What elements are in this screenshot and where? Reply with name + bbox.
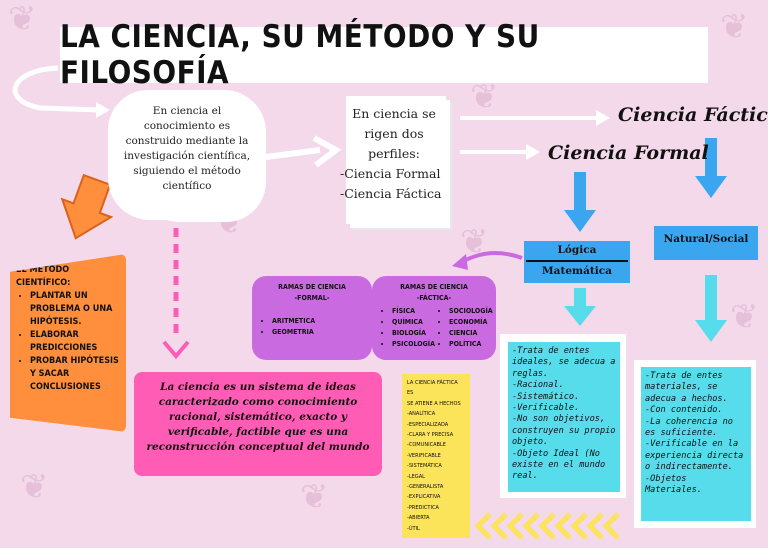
ramas-formal-item: ARITMETICA [272, 316, 366, 327]
factica-list-item: -COMUNICABLE [407, 442, 446, 449]
factica-list-item: -GENERALISTA [407, 484, 444, 491]
cloud-line: científico [162, 180, 212, 192]
factica-caract-item: -La coherencia no es suficiente. [645, 416, 733, 439]
ramas-factica-item: QUÍMICA [392, 317, 435, 328]
ramas-factica-subtitle: -FÁCTICA- [416, 294, 452, 302]
factica-list-title: LA CIENCIA FÁCTICA ES [407, 380, 458, 397]
factica-list-item: -CLARA Y PRECISA [407, 432, 454, 439]
ramas-formal-box: RAMAS DE CIENCIA -FORMAL- ARITMETICA GEO… [252, 276, 372, 360]
ramas-factica-item: ECONOMÍA [449, 317, 493, 328]
perfiles-line: -Ciencia Formal [340, 166, 441, 181]
logica-matematica-box: Lógica Matemática [524, 241, 630, 283]
formal-caract-item: -Racional. [512, 380, 564, 391]
leaf-decoration: ❦ [300, 477, 329, 517]
cloud-line: En ciencia el [152, 105, 222, 117]
ramas-factica-item: BIOLOGÍA [392, 328, 435, 339]
cloud-line: construido mediante la [125, 135, 249, 147]
metodo-item: ELABORAR PREDICCIONES [30, 329, 120, 355]
metodo-cientifico-box: EL MÉTODO CIENTÍFICO: PLANTAR UN PROBLEM… [10, 254, 126, 432]
factica-list-item: -LEGAL [407, 473, 425, 480]
factica-caract-item: -Objetos Materiales. [645, 473, 702, 496]
factica-caract-item: -Trata de entes materiales, se adecua a … [645, 371, 728, 404]
formal-caract-list: -Trata de entes ideales, se adecua a reg… [512, 346, 616, 483]
natural-social-box: Natural/Social [654, 226, 758, 260]
ramas-factica-item: SOCIOLOGÍA [449, 306, 493, 317]
ciencia-factica-heading: Ciencia Fáctica [618, 104, 768, 126]
ramas-factica-item: PSICOLOGÍA [392, 339, 435, 350]
leaf-decoration: ❦ [20, 467, 49, 507]
ramas-factica-item: POLÍTICA [449, 339, 493, 350]
cloud-line: siguiendo el método [133, 165, 241, 177]
formal-caract-item: -Trata de entes ideales, se adecua a reg… [512, 346, 616, 379]
factica-list-item: -EXPLICATIVA [407, 494, 441, 501]
perfiles-line: -Ciencia Fáctica [340, 186, 442, 201]
ciencia-formal-heading: Ciencia Formal [548, 142, 709, 164]
metodo-item: PROBAR HIPÓTESIS Y SACAR CONCLUSIONES [30, 355, 120, 394]
factica-list-item: -ESPECIALIZADA [407, 421, 449, 428]
ramas-factica-box: RAMAS DE CIENCIA -FÁCTICA- FÍSICA QUÍMIC… [372, 276, 496, 360]
ramas-formal-title: RAMAS DE CIENCIA [278, 283, 346, 291]
factica-list-item: -SISTEMÁTICA [407, 463, 442, 470]
ciencia-definition-box: La ciencia es un sistema de ideas caract… [134, 372, 382, 476]
formal-caract-item: -Sistemático. [512, 391, 580, 402]
ramas-factica-item: CIENCIA [449, 328, 493, 339]
ramas-factica-item: FÍSICA [392, 306, 435, 317]
factica-caract-item: -Verificable en la experiencia directa o… [645, 439, 744, 473]
cloud-line: conocimiento es [143, 120, 231, 132]
leaf-decoration: ❦ [470, 77, 499, 117]
factica-caract-item: -Con contenido. [645, 405, 723, 416]
factica-caract-list: -Trata de entes materiales, se adecua a … [645, 371, 747, 496]
factica-list-subtitle: SE ATIENE A HECHOS [407, 400, 461, 407]
factica-list-item: -ANALÍTICA [407, 411, 436, 418]
leaf-decoration: ❦ [730, 297, 759, 337]
logica-label: Lógica [557, 244, 597, 256]
definition-cloud: En ciencia el conocimiento es construido… [118, 96, 256, 214]
perfiles-line: rigen dos [364, 126, 424, 141]
ramas-factica-title: RAMAS DE CIENCIA [400, 283, 468, 291]
factica-list-item: -ÚTIL [407, 525, 420, 532]
perfiles-document [346, 96, 446, 224]
matematica-label: Matemática [526, 260, 628, 277]
cloud-line: investigación científica, [123, 150, 251, 162]
metodo-item: PLANTAR UN PROBLEMA O UNA HIPÓTESIS. [30, 290, 120, 329]
perfiles-text: En ciencia se rigen dos perfiles: -Cienc… [340, 104, 448, 204]
ramas-formal-item: GEOMETRIA [272, 327, 366, 338]
metodo-title: EL MÉTODO CIENTÍFICO: [16, 265, 71, 288]
leaf-decoration: ❦ [720, 7, 749, 47]
perfiles-line: En ciencia se [352, 106, 436, 121]
formal-caract-item: -No son objetivos, construyen su propio … [512, 414, 616, 448]
factica-list-items: -ANALÍTICA -ESPECIALIZADA -CLARA Y PRECISA… [407, 409, 465, 534]
page-title: LA CIENCIA, SU MÉTODO Y SU FILOSOFÍA [60, 19, 540, 91]
factica-list-item: -VERIFICABLE [407, 452, 441, 459]
perfiles-line: perfiles: [368, 146, 420, 161]
leaf-decoration: ❦ [8, 0, 37, 39]
factica-list-item: -ABIERTA [407, 515, 430, 522]
ramas-formal-subtitle: -FORMAL- [294, 294, 330, 302]
factica-caract-box: -Trata de entes materiales, se adecua a … [641, 367, 751, 521]
factica-list-item: -PREDICTICA [407, 504, 439, 511]
formal-caract-box: -Trata de entes ideales, se adecua a reg… [508, 342, 620, 492]
formal-caract-item: -Objeto Ideal (No existe en el mundo rea… [512, 448, 606, 482]
factica-list-box: LA CIENCIA FÁCTICA ES SE ATIENE A HECHOS… [402, 374, 470, 538]
title-banner: LA CIENCIA, SU MÉTODO Y SU FILOSOFÍA [60, 19, 708, 91]
formal-caract-item: -Verificable. [512, 403, 580, 414]
